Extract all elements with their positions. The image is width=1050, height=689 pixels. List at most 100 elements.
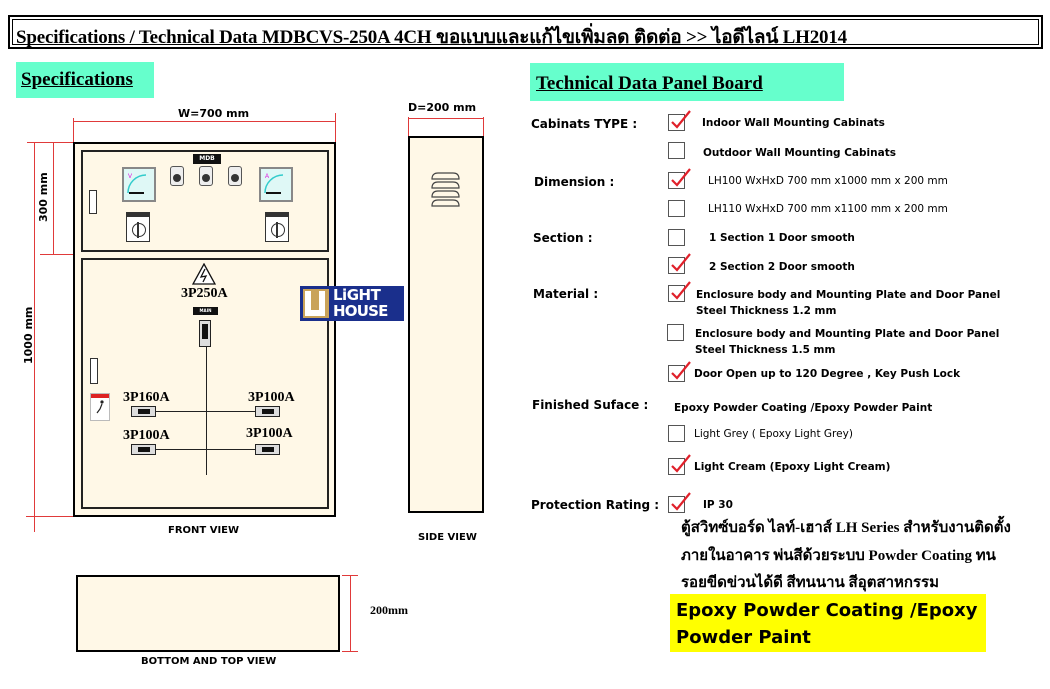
checkbox-steel-1-2[interactable] (668, 281, 691, 302)
bottom-depth-label: 200mm (370, 603, 408, 617)
thai-description-line: ตู้สวิทซ์บอร์ด ไลท์-เฮาส์ LH Series สำหร… (681, 520, 1011, 536)
highlight-line: Powder Paint (676, 627, 811, 648)
option-steel-1-5: Enclosure body and Mounting Plate and Do… (695, 326, 999, 358)
bottom-dim-line (350, 575, 351, 652)
checkbox-outdoor[interactable] (668, 142, 685, 159)
side-view-cabinet (408, 136, 484, 513)
busbar-horizontal (156, 411, 256, 412)
voltmeter-icon: V (122, 167, 156, 202)
option-steel-1-2: Enclosure body and Mounting Plate and Do… (696, 287, 1000, 319)
thai-description-line: ภายในอาคาร พ่นสีด้วยระบบ Powder Coating … (681, 548, 996, 564)
height-top-label: 300 mm (37, 172, 50, 222)
svg-text:A: A (265, 174, 269, 180)
checkbox-indoor[interactable] (668, 110, 691, 131)
category-label-finished-surface: Finished Suface : (532, 398, 649, 412)
door-handle-icon[interactable] (89, 190, 97, 214)
category-label-cabinet-type: Cabinats TYPE : (531, 117, 638, 131)
dim-line (26, 516, 73, 517)
option-text-line2: Steel Thickness 1.5 mm (695, 344, 836, 356)
main-label: MAIN (193, 307, 218, 315)
panel-label: MDB (193, 154, 221, 164)
option-1-section: 1 Section 1 Door smooth (709, 232, 855, 244)
dim-line (73, 118, 74, 142)
door-handle-icon[interactable] (90, 358, 98, 384)
technical-heading: Technical Data Panel Board (536, 73, 763, 94)
voltmeter-selector-switch-icon (126, 212, 150, 242)
height-total-dim-line (34, 142, 35, 532)
option-text-line2: Steel Thickness 1.2 mm (696, 305, 837, 317)
dim-line (27, 142, 73, 143)
option-outdoor: Outdoor Wall Mounting Cabinats (703, 147, 896, 159)
option-lh110: LH110 WxHxD 700 mm x1100 mm x 200 mm (708, 203, 948, 215)
option-light-cream: Light Cream (Epoxy Light Cream) (694, 461, 891, 473)
logo-line1: LiGHT (333, 286, 381, 304)
meter-letter: V (128, 174, 132, 180)
checkbox-lh100[interactable] (668, 168, 691, 189)
option-light-grey: Light Grey ( Epoxy Light Grey) (694, 428, 853, 440)
branch-breaker-label: 3P100A (248, 390, 295, 405)
height-total-label: 1000 mm (22, 306, 35, 364)
depth-dim-line (408, 118, 484, 119)
lighthouse-logo: LiGHT HOUSE (300, 286, 404, 321)
bottom-section-door (81, 258, 329, 509)
branch-breaker-icon (131, 406, 156, 417)
option-indoor: Indoor Wall Mounting Cabinats (702, 117, 885, 129)
page-title: Specifications / Technical Data MDBCVS-2… (16, 27, 847, 48)
category-label-section: Section : (533, 231, 593, 245)
ammeter-selector-switch-icon (265, 212, 289, 242)
pilot-lamp-t-icon (228, 166, 242, 186)
specifications-heading-box: Specifications (16, 62, 154, 98)
width-dim-line (73, 121, 336, 122)
checkbox-steel-1-5[interactable] (667, 324, 684, 341)
finish-highlight-text: Epoxy Powder Coating /Epoxy Powder Paint (676, 597, 978, 651)
option-text: Enclosure body and Mounting Plate and Do… (695, 328, 1000, 340)
branch-breaker-label: 3P100A (123, 428, 170, 443)
width-label: W=700 mm (178, 107, 250, 120)
pilot-lamp-r-icon (170, 166, 184, 186)
highlight-line: Epoxy Powder Coating /Epoxy (676, 600, 978, 621)
danger-sign-icon (90, 393, 110, 421)
height-top-dim-line (53, 142, 54, 255)
pilot-lamp-s-icon (199, 166, 213, 186)
option-2-section: 2 Section 2 Door smooth (709, 261, 855, 273)
dim-line (408, 117, 409, 137)
checkbox-1-section[interactable] (668, 229, 685, 246)
specifications-heading: Specifications (21, 69, 133, 90)
vent-louver-icon (431, 171, 460, 211)
bottom-view-cabinet (76, 575, 340, 652)
finish-subtitle: Epoxy Powder Coating /Epoxy Powder Paint (674, 402, 933, 414)
main-breaker-label: 3P250A (181, 286, 228, 301)
dim-line (335, 113, 336, 143)
category-label-protection-rating: Protection Rating : (531, 498, 660, 512)
dim-line (483, 117, 484, 137)
dim-line (40, 254, 73, 255)
branch-breaker-label: 3P160A (123, 390, 170, 405)
checkbox-ip30[interactable] (668, 492, 691, 513)
checkbox-2-section[interactable] (668, 253, 691, 274)
category-label-dimension: Dimension : (534, 175, 615, 189)
branch-breaker-icon (255, 406, 280, 417)
option-ip30: IP 30 (703, 499, 733, 511)
logo-line2: HOUSE (333, 302, 388, 320)
lh-logo-mark-icon (303, 289, 329, 318)
dim-line (342, 575, 358, 576)
checkbox-light-grey[interactable] (668, 425, 685, 442)
category-label-material: Material : (533, 287, 599, 301)
checkbox-door-open[interactable] (668, 361, 691, 382)
bottom-view-caption: BOTTOM AND TOP VIEW (141, 656, 277, 667)
checkbox-light-cream[interactable] (668, 454, 691, 475)
option-text: Enclosure body and Mounting Plate and Do… (696, 289, 1001, 301)
branch-breaker-icon (131, 444, 156, 455)
branch-breaker-label: 3P100A (246, 426, 293, 441)
dim-line (342, 651, 358, 652)
thai-description-line: รอยขีดข่วนได้ดี สีทนนาน สีอุตสาหกรรม (681, 575, 939, 591)
finish-highlight-box: Epoxy Powder Coating /Epoxy Powder Paint (670, 594, 986, 652)
option-door-open: Door Open up to 120 Degree , Key Push Lo… (694, 368, 961, 380)
ammeter-icon: A (259, 167, 293, 202)
checkbox-lh110[interactable] (668, 200, 685, 217)
option-lh100: LH100 WxHxD 700 mm x1000 mm x 200 mm (708, 175, 948, 187)
front-view-caption: FRONT VIEW (168, 525, 240, 536)
side-view-caption: SIDE VIEW (418, 532, 477, 543)
depth-label: D=200 mm (408, 101, 477, 114)
busbar-horizontal (156, 449, 256, 450)
